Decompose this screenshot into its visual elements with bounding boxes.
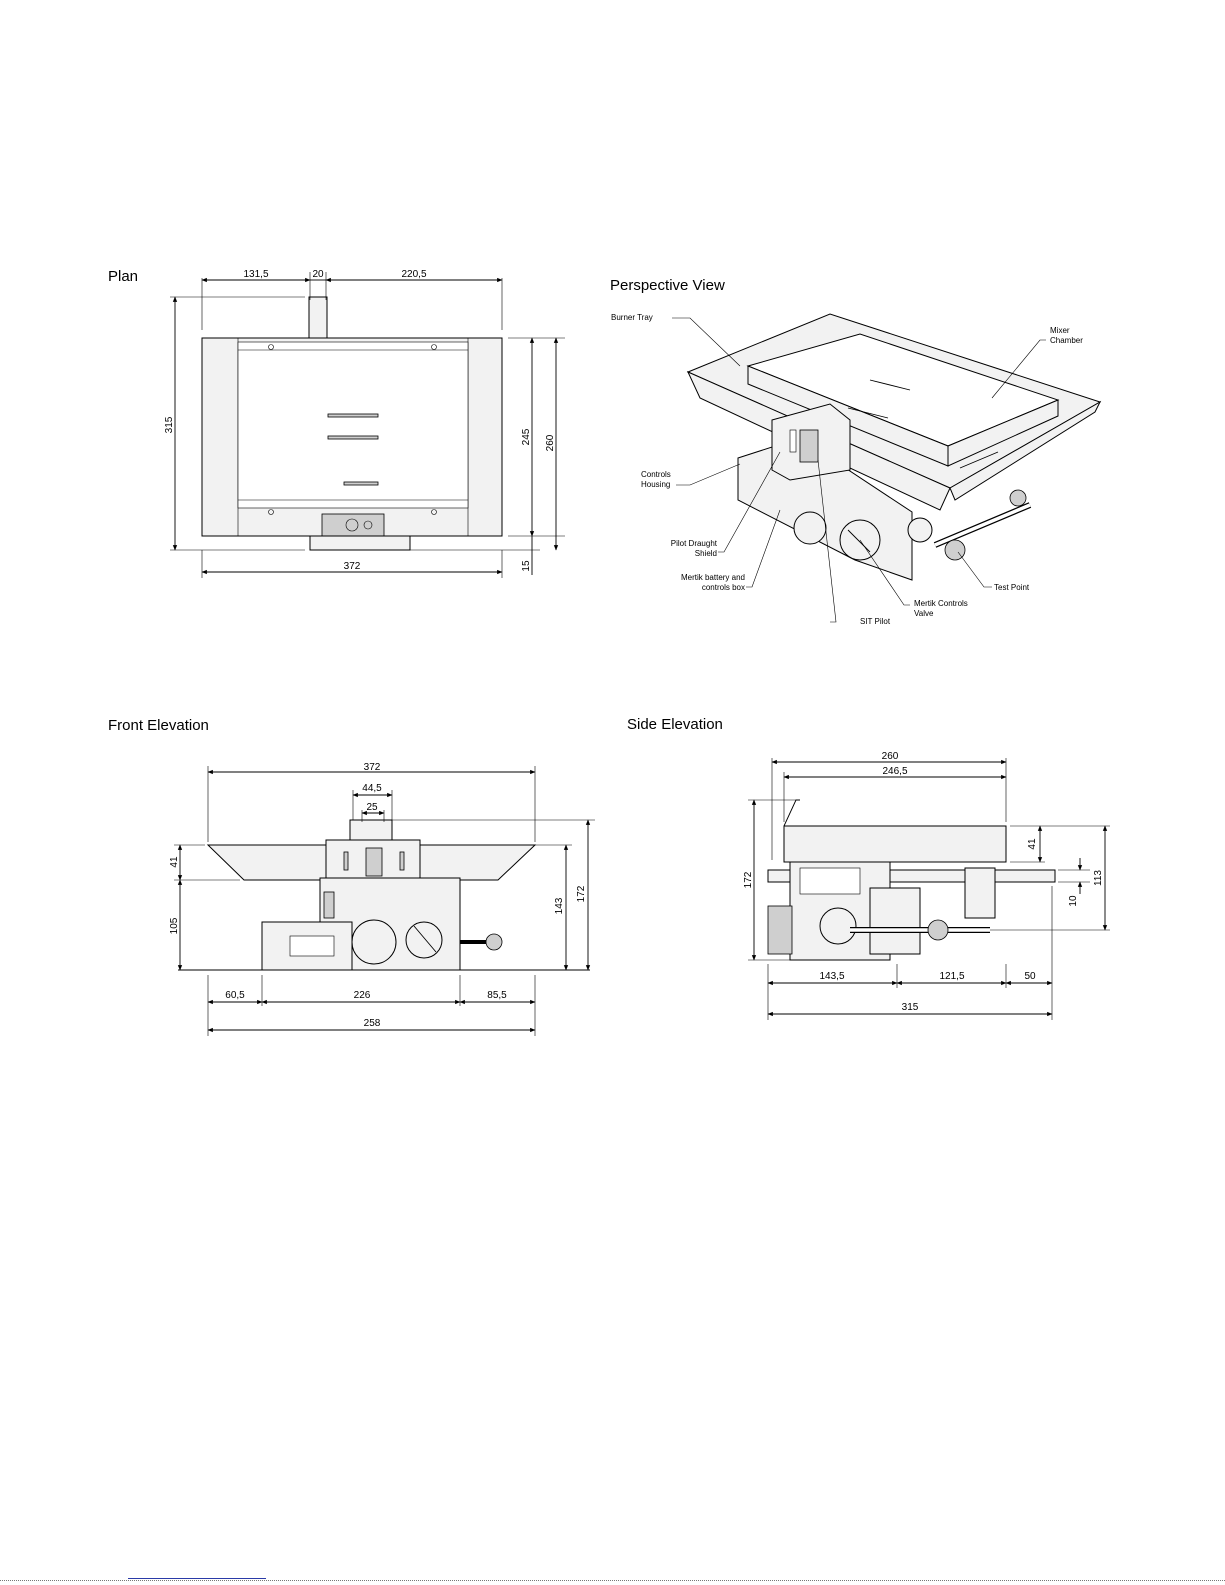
front-dim-372: 372 — [364, 762, 381, 773]
perspective-test-point — [1009, 489, 1027, 507]
perspective-sit-pilot — [799, 429, 819, 463]
side-dim-172: 172 — [743, 871, 754, 888]
front-dim-85: 85,5 — [487, 990, 507, 1001]
plan-slot — [327, 413, 379, 418]
label-test-point: Test Point — [994, 583, 1030, 592]
label-mertik-valve-1: Mertik Controls — [914, 599, 968, 608]
plan-dim-131: 131,5 — [243, 269, 268, 280]
label-controls-2: Housing — [641, 480, 670, 489]
label-sit-pilot: SIT Pilot — [860, 617, 891, 626]
label-mixer-1: Mixer — [1050, 326, 1070, 335]
side-dim-121: 121,5 — [939, 971, 964, 982]
front-valve-knob — [351, 919, 397, 965]
front-dim-258: 258 — [364, 1018, 381, 1029]
plan-dim-245: 245 — [521, 428, 532, 445]
side-dim-113: 113 — [1093, 870, 1104, 886]
perspective-mertik-valve-knob — [793, 511, 827, 545]
side-pilot-shield — [964, 867, 996, 919]
label-mertik-box-1: Mertik battery and — [681, 573, 745, 582]
plan-mixer-chamber — [237, 341, 469, 509]
side-dim-143: 143,5 — [819, 971, 844, 982]
label-mixer-2: Chamber — [1050, 336, 1083, 345]
plan-dim-260: 260 — [545, 434, 556, 451]
side-title: Side Elevation — [627, 716, 723, 733]
plan-dim-15: 15 — [521, 560, 532, 572]
footer-dotted-line — [0, 1580, 1225, 1581]
label-mertik-box-2: controls box — [702, 583, 745, 592]
side-dim-315: 315 — [902, 1002, 919, 1013]
label-mertik-valve-2: Valve — [914, 609, 934, 618]
front-title: Front Elevation — [108, 717, 209, 734]
front-dim-25: 25 — [366, 802, 378, 813]
plan-dim-372: 372 — [344, 561, 361, 572]
side-battery-box — [767, 905, 793, 955]
front-dim-172: 172 — [576, 885, 587, 902]
side-dim-260: 260 — [882, 751, 899, 762]
front-dim-44: 44,5 — [362, 783, 382, 794]
plan-pilot-tube — [308, 296, 328, 339]
plan-dim-315: 315 — [164, 416, 175, 433]
side-mixer-chamber — [783, 825, 1007, 863]
perspective-title: Perspective View — [610, 277, 725, 294]
front-test-point — [485, 933, 503, 951]
label-burner-tray: Burner Tray — [611, 313, 653, 322]
plan-dim-220: 220,5 — [401, 269, 426, 280]
side-dim-10: 10 — [1068, 895, 1079, 907]
label-controls-1: Controls — [641, 470, 671, 479]
front-dim-226: 226 — [354, 990, 371, 1001]
plan-slot — [343, 481, 379, 486]
front-dim-60: 60,5 — [225, 990, 245, 1001]
side-dim-41: 41 — [1027, 838, 1038, 850]
front-dim-41: 41 — [169, 856, 180, 868]
plan-slot — [327, 435, 379, 440]
label-pilot-shield-2: Shield — [695, 549, 717, 558]
label-pilot-shield-1: Pilot Draught — [671, 539, 718, 548]
front-dim-143: 143 — [554, 897, 565, 914]
side-valve-knob — [819, 907, 857, 945]
footer-rule — [128, 1578, 266, 1579]
plan-dim-20: 20 — [312, 269, 324, 280]
side-dim-246: 246,5 — [882, 766, 907, 777]
plan-control-housing — [309, 535, 411, 551]
plan-title: Plan — [108, 268, 139, 285]
front-dim-105: 105 — [169, 917, 180, 934]
side-dim-50: 50 — [1024, 971, 1036, 982]
side-test-point — [927, 919, 949, 941]
